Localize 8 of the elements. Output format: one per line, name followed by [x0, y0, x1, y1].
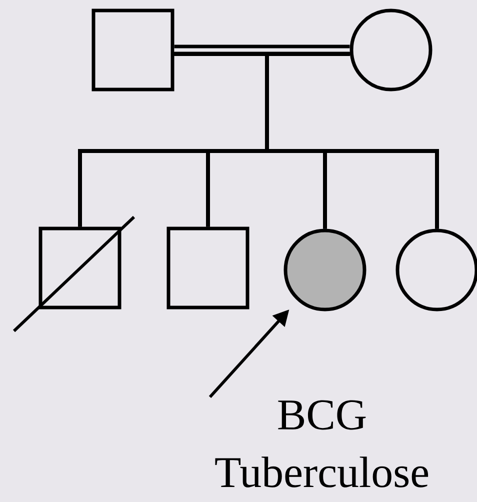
- label-text: BCG: [278, 400, 366, 430]
- label-text: Tuberculose: [215, 456, 428, 488]
- male-square: [166, 226, 250, 310]
- female-circle: [284, 228, 366, 312]
- deceased-male-square: [12, 216, 136, 332]
- descent-line: [265, 52, 439, 229]
- female-circle: [350, 8, 432, 92]
- male-square: [92, 8, 174, 92]
